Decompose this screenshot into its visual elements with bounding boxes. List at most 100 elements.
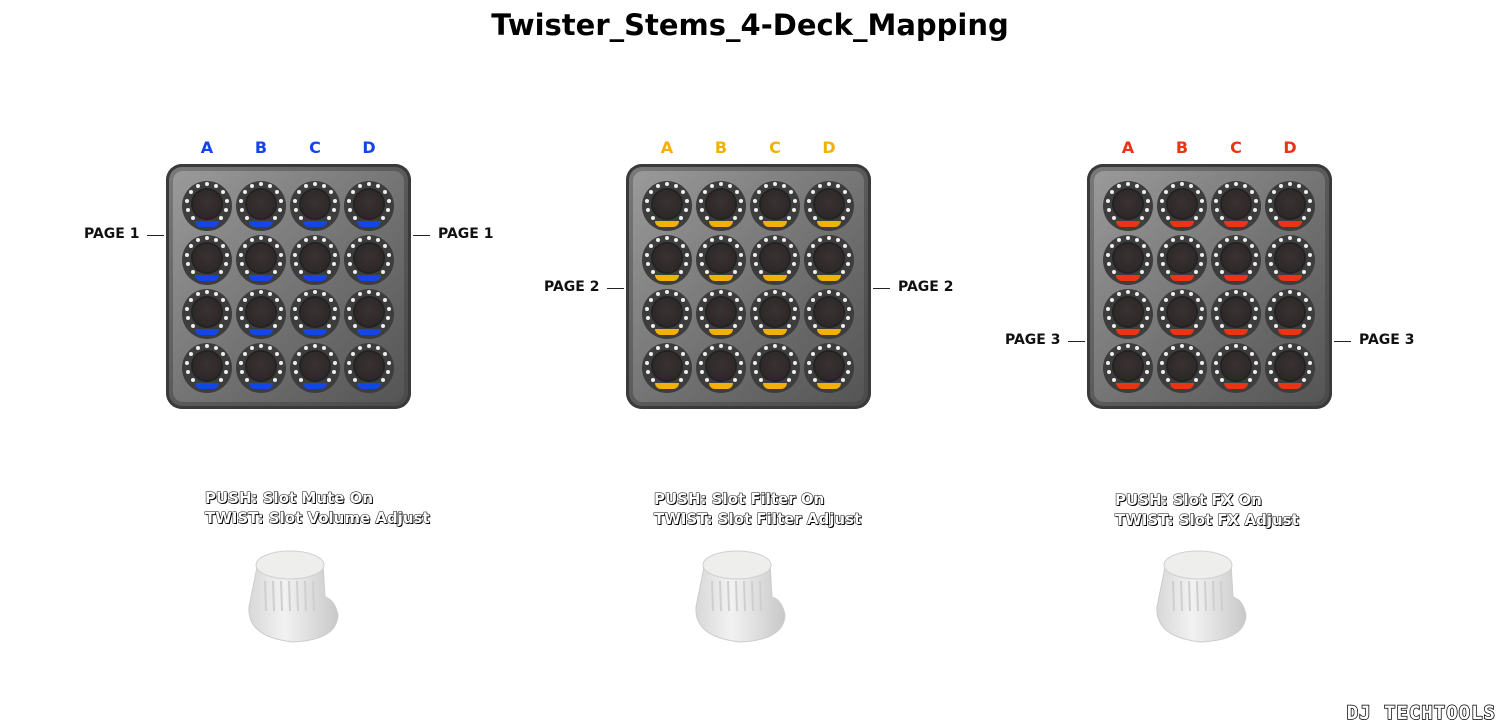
encoder-knob[interactable]	[804, 181, 854, 231]
encoder-knob[interactable]	[1211, 235, 1261, 285]
encoder-knob[interactable]	[182, 181, 232, 231]
led-dot	[650, 270, 655, 275]
led-dot	[367, 236, 371, 240]
led-dot	[1199, 252, 1204, 257]
led-dot	[674, 292, 679, 297]
led-dot	[728, 346, 733, 351]
led-dot	[214, 238, 219, 243]
led-dot	[221, 298, 226, 303]
led-dot	[817, 346, 822, 351]
encoder-knob[interactable]	[290, 235, 340, 285]
encoder-knob[interactable]	[696, 289, 746, 339]
rgb-indicator	[763, 383, 787, 389]
encoder-knob[interactable]	[1157, 343, 1207, 393]
encoder-knob[interactable]	[804, 289, 854, 339]
led-dot	[753, 252, 758, 257]
led-dot	[681, 352, 686, 357]
led-dot	[190, 378, 195, 383]
encoder-knob[interactable]	[750, 181, 800, 231]
encoder-knob[interactable]	[1265, 343, 1315, 393]
encoder-knob[interactable]	[1265, 289, 1315, 339]
encoder-knob[interactable]	[182, 289, 232, 339]
encoder-knob[interactable]	[1157, 289, 1207, 339]
led-dot	[1217, 244, 1222, 249]
encoder-knob[interactable]	[1265, 235, 1315, 285]
encoder-knob[interactable]	[344, 289, 394, 339]
encoder-knob[interactable]	[236, 289, 286, 339]
encoder-knob[interactable]	[750, 343, 800, 393]
encoder-knob[interactable]	[1211, 289, 1261, 339]
led-dot	[753, 316, 758, 321]
led-dot	[1163, 244, 1168, 249]
led-dot	[298, 216, 303, 221]
led-dot	[357, 238, 362, 243]
led-dot	[383, 352, 388, 357]
encoder-knob[interactable]	[1265, 181, 1315, 231]
encoder-knob[interactable]	[1157, 235, 1207, 285]
encoder-knob[interactable]	[1103, 235, 1153, 285]
encoder-knob[interactable]	[344, 343, 394, 393]
rgb-indicator	[303, 329, 327, 335]
led-dot	[807, 360, 812, 365]
encoder-knob[interactable]	[344, 181, 394, 231]
encoder-knob[interactable]	[1103, 343, 1153, 393]
encoder-knob[interactable]	[1211, 181, 1261, 231]
led-dot	[841, 270, 846, 275]
encoder-knob[interactable]	[182, 235, 232, 285]
encoder-knob[interactable]	[1211, 343, 1261, 393]
led-dot	[1278, 238, 1283, 243]
led-dot	[1250, 298, 1255, 303]
led-dot	[329, 244, 334, 249]
led-dot	[810, 298, 815, 303]
rgb-indicator	[817, 383, 841, 389]
led-dot	[1109, 352, 1114, 357]
encoder-knob[interactable]	[236, 235, 286, 285]
encoder-knob[interactable]	[696, 181, 746, 231]
encoder-knob[interactable]	[642, 235, 692, 285]
tick-line-left	[1068, 341, 1085, 342]
encoder-knob[interactable]	[642, 181, 692, 231]
led-dot	[293, 262, 298, 267]
encoder-knob[interactable]	[1103, 181, 1153, 231]
encoder-knob[interactable]	[804, 235, 854, 285]
encoder-knob[interactable]	[696, 235, 746, 285]
led-dot	[1224, 184, 1229, 189]
encoder-knob[interactable]	[750, 235, 800, 285]
led-dot	[1253, 262, 1258, 267]
led-dot	[1253, 370, 1258, 375]
led-dot	[1273, 270, 1278, 275]
encoder-knob[interactable]	[642, 343, 692, 393]
encoder-knob[interactable]	[1103, 289, 1153, 339]
led-dot	[386, 208, 391, 213]
led-dot	[846, 252, 851, 257]
led-dot	[1214, 198, 1219, 203]
led-dot	[1219, 270, 1224, 275]
led-dot	[244, 270, 249, 275]
led-dot	[347, 360, 352, 365]
column-label-b: B	[714, 138, 728, 157]
led-dot	[792, 360, 797, 365]
led-dot	[188, 352, 193, 357]
led-dot	[244, 378, 249, 383]
encoder-knob[interactable]	[236, 343, 286, 393]
encoder-knob[interactable]	[1157, 181, 1207, 231]
encoder-knob[interactable]	[642, 289, 692, 339]
led-dot	[322, 184, 327, 189]
led-dot	[1297, 238, 1302, 243]
encoder-knob[interactable]	[804, 343, 854, 393]
led-dot	[350, 352, 355, 357]
encoder-knob[interactable]	[344, 235, 394, 285]
encoder-knob[interactable]	[290, 181, 340, 231]
encoder-knob[interactable]	[696, 343, 746, 393]
encoder-knob[interactable]	[290, 343, 340, 393]
encoder-knob[interactable]	[236, 181, 286, 231]
encoder-knob[interactable]	[182, 343, 232, 393]
encoder-knob[interactable]	[750, 289, 800, 339]
encoder-knob[interactable]	[290, 289, 340, 339]
led-dot	[782, 292, 787, 297]
led-dot	[1234, 290, 1238, 294]
led-dot	[728, 292, 733, 297]
led-dot	[681, 244, 686, 249]
led-dot	[224, 306, 229, 311]
led-dot	[1224, 238, 1229, 243]
